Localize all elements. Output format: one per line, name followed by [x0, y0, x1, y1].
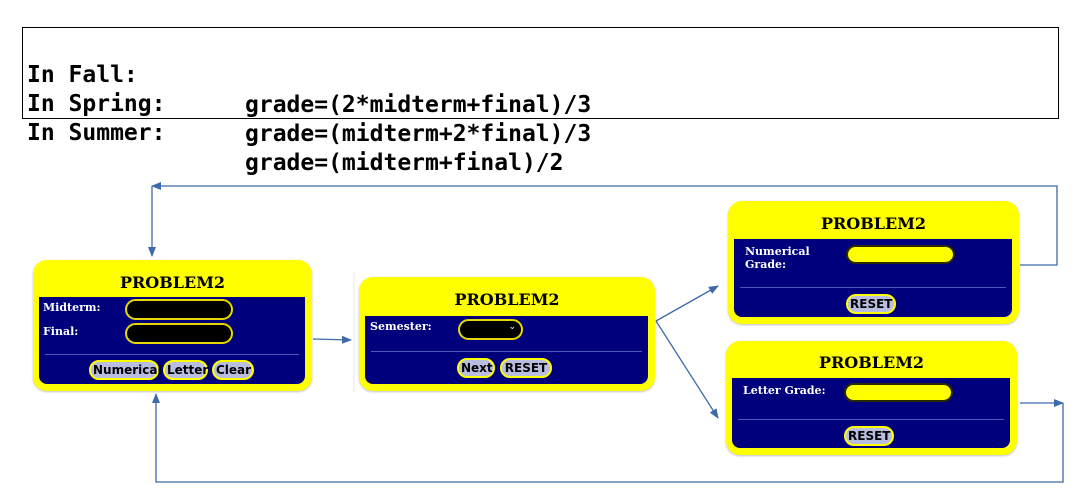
card-title: PROBLEM2	[818, 353, 925, 372]
input-card: PROBLEM2 Midterm: Final: Numerical Lette…	[33, 260, 312, 391]
formula-spring: In Spring: grade=(midterm+2*final)/3	[27, 59, 591, 147]
divider	[45, 354, 299, 355]
card-title: PROBLEM2	[820, 214, 927, 233]
midterm-input[interactable]	[125, 299, 233, 320]
next-button[interactable]: Next	[457, 358, 495, 378]
formula-semester: In Fall:	[27, 62, 138, 88]
reset-button[interactable]: RESET	[846, 294, 896, 314]
reset-button[interactable]: RESET	[844, 426, 894, 446]
divider	[740, 287, 1006, 288]
card-title: PROBLEM2	[454, 290, 560, 309]
arrow-bottom-loop	[152, 393, 1064, 483]
reset-button[interactable]: RESET	[500, 358, 552, 378]
numerical-button[interactable]: Numerical	[89, 360, 162, 380]
arrow-semester-to-letter	[655, 320, 719, 419]
card-panel: Midterm: Final: Numerical Letter Clear	[39, 297, 305, 384]
midterm-label: Midterm:	[43, 301, 101, 314]
card-panel: Letter Grade: RESET	[732, 378, 1010, 448]
formula-expression: grade=(midterm+final)/2	[245, 150, 564, 176]
formula-expression: grade=(midterm+2*final)/3	[245, 121, 592, 147]
letter-grade-card: PROBLEM2 Letter Grade: RESET	[726, 341, 1017, 455]
semester-select[interactable]: ⌄	[458, 319, 523, 340]
card-title: PROBLEM2	[119, 273, 226, 292]
formula-fall: In Fall: grade=(2*midterm+final)/3	[27, 30, 591, 118]
numerical-grade-output	[846, 245, 955, 264]
formula-expression: grade=(2*midterm+final)/3	[245, 92, 592, 118]
letter-button[interactable]: Letter	[163, 360, 208, 380]
formula-semester: In Summer:	[27, 120, 166, 146]
letter-grade-label: Letter Grade:	[743, 384, 826, 397]
numerical-grade-card: PROBLEM2 Numerical Grade: RESET	[728, 201, 1019, 324]
formula-summer: In Summer: grade=(midterm+final)/2	[27, 88, 564, 176]
numerical-grade-label-line2: Grade:	[745, 258, 787, 271]
arrow-numerical-to-input	[151, 182, 1058, 266]
arrow-input-to-semester	[312, 335, 352, 344]
numerical-grade-label-line1: Numerical	[745, 245, 810, 258]
final-input[interactable]	[125, 323, 233, 344]
chevron-down-icon: ⌄	[508, 322, 516, 332]
divider	[371, 351, 642, 352]
clear-button[interactable]: Clear	[212, 360, 254, 380]
card-panel: Numerical Grade: RESET	[734, 239, 1012, 317]
formula-box: In Fall: grade=(2*midterm+final)/3 In Sp…	[22, 27, 1059, 176]
formula-semester: In Spring:	[27, 91, 166, 117]
arrow-semester-to-numerical	[655, 285, 719, 322]
semester-label: Semester:	[370, 320, 432, 333]
semester-card: PROBLEM2 Semester: ⌄ Next RESET	[359, 277, 655, 391]
letter-grade-output	[844, 383, 953, 402]
final-label: Final:	[43, 325, 79, 338]
card-panel: Semester: ⌄ Next RESET	[365, 316, 648, 384]
divider	[738, 419, 1004, 420]
